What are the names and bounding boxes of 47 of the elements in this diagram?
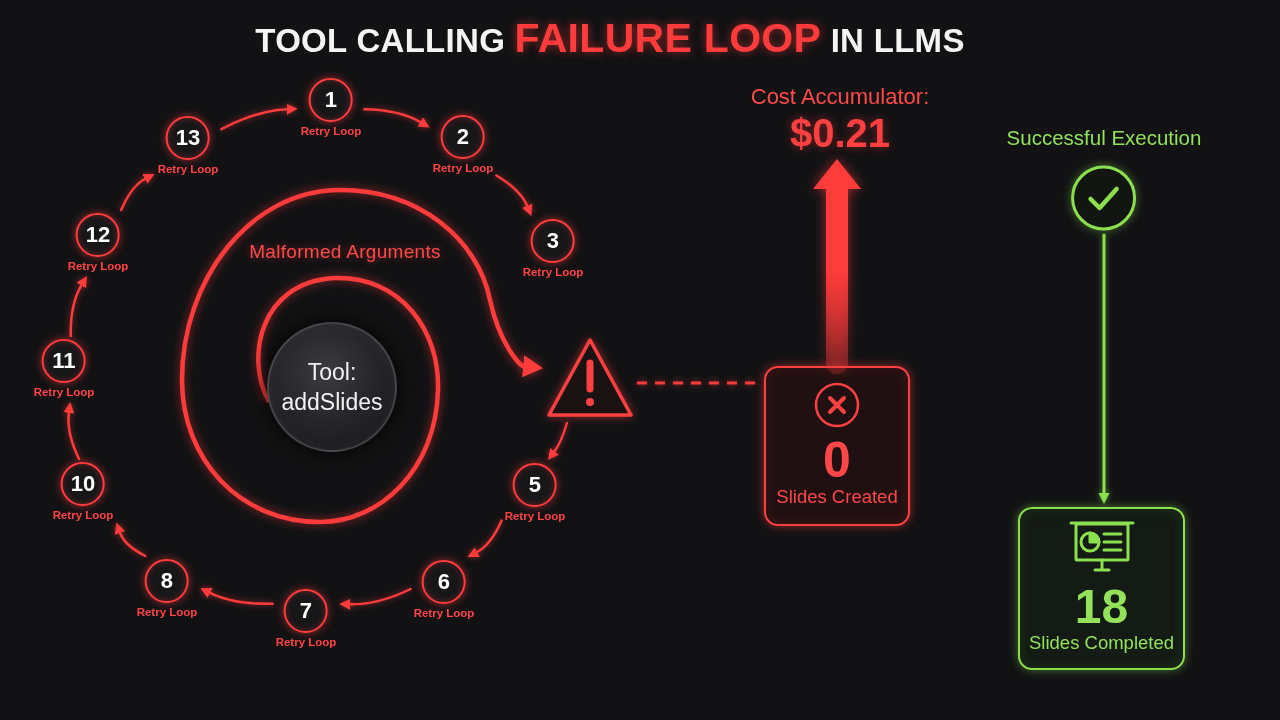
arrow bbox=[363, 108, 430, 128]
count-label: Slides Created bbox=[776, 486, 898, 508]
step-caption: Retry Loop bbox=[413, 606, 475, 620]
step-caption: Retry Loop bbox=[300, 124, 362, 138]
step-caption: Retry Loop bbox=[275, 635, 337, 649]
arrow bbox=[69, 275, 87, 338]
step-caption: Retry Loop bbox=[52, 508, 114, 522]
step-caption: Retry Loop bbox=[432, 161, 494, 175]
step-number: 2 bbox=[456, 125, 470, 149]
step-number: 8 bbox=[160, 569, 174, 593]
cost-arrow bbox=[813, 159, 861, 374]
step-number: 3 bbox=[546, 229, 560, 253]
result-card bbox=[764, 366, 910, 526]
tool-name: Tool: addSlides bbox=[280, 358, 384, 417]
slide-count: 0 bbox=[823, 434, 851, 486]
step-number: 7 bbox=[299, 599, 313, 623]
arrow bbox=[114, 522, 147, 558]
step-caption: Retry Loop bbox=[67, 259, 129, 273]
arrow bbox=[220, 103, 298, 131]
step-number: 13 bbox=[175, 126, 201, 150]
result-card bbox=[1018, 507, 1185, 670]
step-number: 5 bbox=[528, 473, 542, 497]
slide-count: 18 bbox=[1074, 582, 1129, 632]
step-caption: Retry Loop bbox=[33, 385, 95, 399]
arrow bbox=[1098, 233, 1110, 504]
spiral-arrow bbox=[179, 187, 542, 525]
arrow bbox=[495, 174, 533, 216]
step-number: 1 bbox=[324, 88, 338, 112]
step-number: 10 bbox=[70, 472, 96, 496]
step-caption: Retry Loop bbox=[157, 162, 219, 176]
step-caption: Retry Loop bbox=[136, 605, 198, 619]
arrow bbox=[200, 588, 274, 606]
arrow bbox=[63, 401, 81, 461]
arrow bbox=[339, 587, 412, 610]
count-label: Slides Completed bbox=[1029, 632, 1174, 654]
cost-value: $0.21 bbox=[789, 110, 891, 156]
step-number: 11 bbox=[52, 349, 76, 373]
step-number: 6 bbox=[437, 570, 451, 594]
status-heading: Successful Execution bbox=[1006, 125, 1202, 151]
step-caption: Retry Loop bbox=[504, 509, 566, 523]
arrow bbox=[548, 421, 569, 461]
diagram-title: TOOL CALLING FAILURE LOOP IN LLMS bbox=[255, 14, 965, 63]
arrow bbox=[119, 173, 155, 212]
cost-label: Cost Accumulator: bbox=[750, 84, 930, 110]
step-caption: Retry Loop bbox=[522, 265, 584, 279]
arrow bbox=[467, 519, 503, 558]
step-number: 12 bbox=[85, 223, 111, 247]
